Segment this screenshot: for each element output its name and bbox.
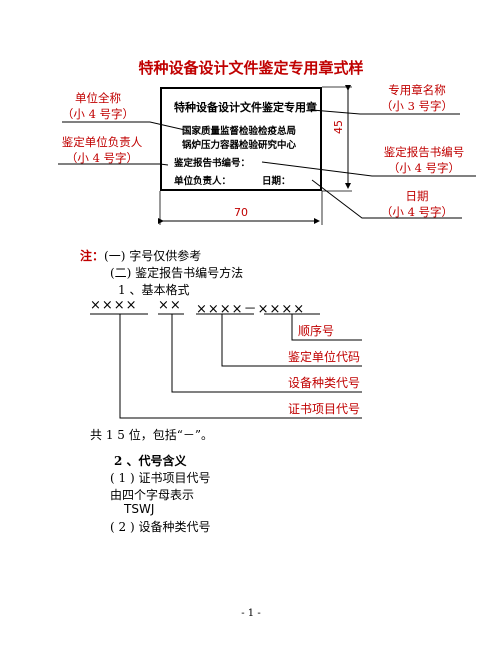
leader-date	[311, 179, 462, 219]
page-number: - 1 -	[241, 608, 261, 619]
format-group2: ××	[158, 298, 182, 313]
leader-cert-code	[119, 314, 362, 419]
notes-item2: (二) 鉴定报告书编号方法	[110, 266, 244, 280]
label-cert-code: 证书项目代号	[288, 402, 361, 416]
leader-seq	[291, 314, 362, 341]
annotation-responsible: 鉴定单位负责人 （小 4 号字）	[52, 134, 152, 166]
annotation-name: 单位全称	[75, 91, 121, 105]
stamp-person-label: 单位负责人：	[174, 176, 232, 187]
annotation-seal-name: 专用章名称 （小 3 号字）	[372, 82, 462, 114]
leader-unit-full-name	[62, 121, 186, 131]
stamp-report-label: 鉴定报告书编号：	[174, 158, 251, 169]
label-seq: 顺序号	[298, 324, 335, 338]
annotation-size: （小 4 号字）	[387, 161, 461, 175]
label-unit-code: 鉴定单位代码	[288, 350, 361, 364]
stamp-box: 特种设备设计文件鉴定专用章 国家质量监督检验检疫总局 锅炉压力容器检验研究中心 …	[160, 87, 322, 191]
label-equip-code: 设备种类代号	[288, 376, 361, 390]
leader-unit-code	[221, 314, 362, 367]
section2-desc: 由四个字母表示	[110, 488, 195, 502]
leader-seal-name	[311, 109, 460, 115]
annotation-size: （小 4 号字）	[61, 107, 135, 121]
annotation-name: 鉴定单位负责人	[61, 135, 143, 149]
annotation-report-no: 鉴定报告书编号 （小 4 号字）	[372, 144, 476, 176]
annotation-name: 日期	[405, 189, 429, 203]
dimension-width-label: 70	[234, 206, 248, 219]
notes-sub1: 1 、基本格式	[118, 283, 190, 297]
format-group1: ××××	[90, 298, 138, 313]
leader-responsible	[58, 163, 169, 166]
format-group3: ××××－××××	[196, 302, 306, 317]
annotation-name: 鉴定报告书编号	[383, 145, 465, 159]
stamp-heading: 特种设备设计文件鉴定专用章	[174, 101, 317, 114]
annotation-size: （小 4 号字）	[65, 151, 139, 165]
annotation-unit-full-name: 单位全称 （小 4 号字）	[58, 90, 138, 122]
stamp-org-line1: 国家质量监督检验检疫总局	[182, 126, 297, 137]
leader-report-no	[261, 161, 476, 177]
section2-item2: ( 2 ) 设备种类代号	[110, 520, 211, 534]
notes-label: 注：	[80, 249, 105, 263]
page-title: 特种设备设计文件鉴定专用章式样	[138, 59, 364, 77]
notes-item1: (一) 字号仅供参考	[104, 249, 202, 263]
stamp-org-line2: 锅炉压力容器检验研究中心	[182, 140, 297, 151]
annotation-name: 专用章名称	[388, 83, 446, 97]
stamp-date-label: 日期：	[262, 176, 291, 187]
section2-heading: 2 、代号含义	[114, 454, 187, 468]
annotation-size: （小 4 号字）	[380, 205, 454, 219]
annotation-date: 日期 （小 4 号字）	[372, 188, 462, 220]
section2-item1: ( 1 ) 证书项目代号	[110, 471, 211, 485]
total-length-note: 共 1 5 位，包括“－”。	[90, 428, 213, 442]
section2-code: TSWJ	[124, 502, 155, 516]
notes-item1-row: 注：(一) 字号仅供参考	[80, 247, 201, 264]
annotation-size: （小 3 号字）	[380, 99, 454, 113]
leader-equip-code	[171, 314, 362, 393]
